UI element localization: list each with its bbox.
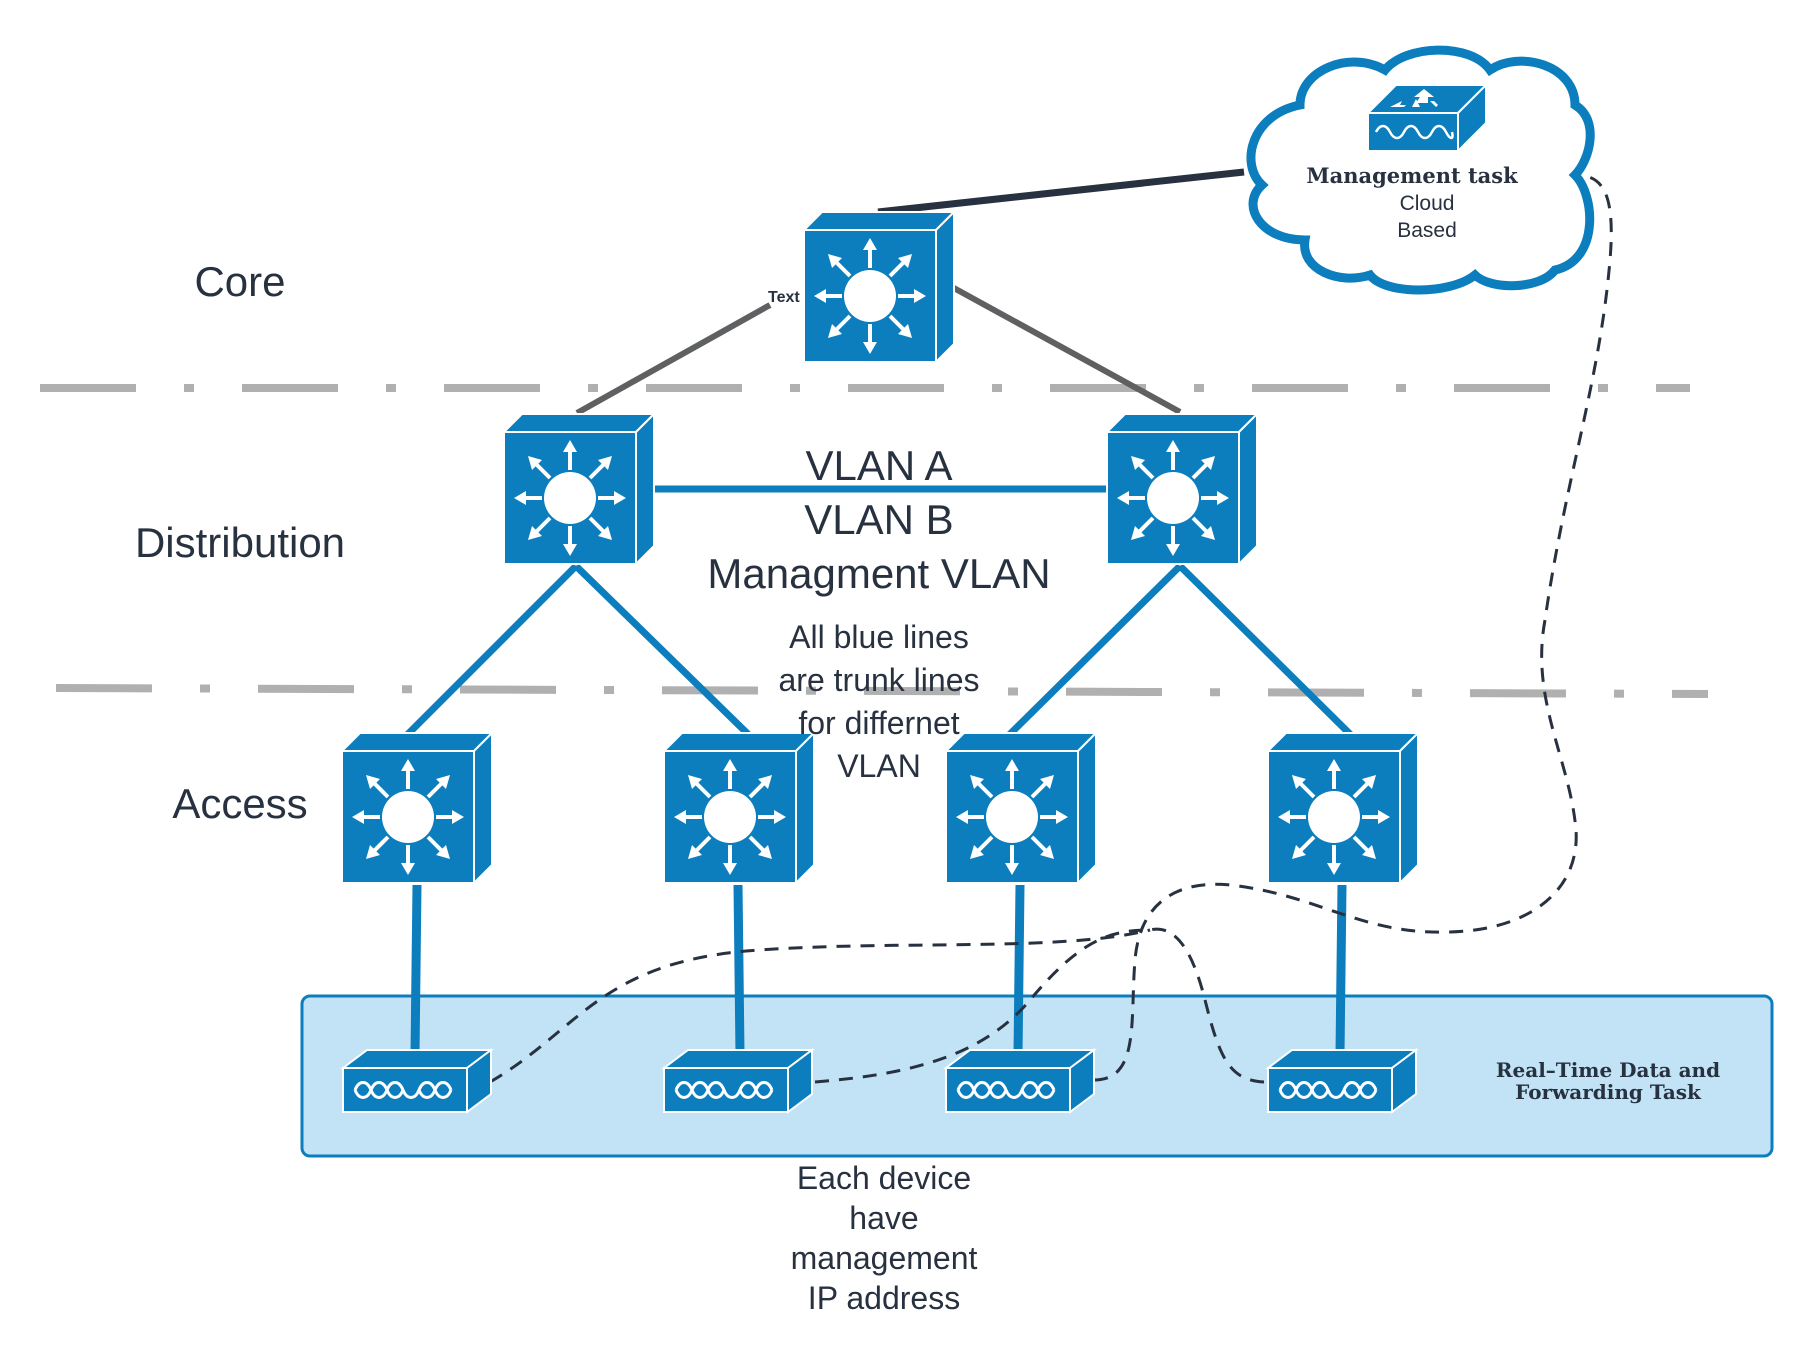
core-switch[interactable] [802,210,956,364]
footer-note-line-1: Each device [797,1160,971,1196]
access-switch-1[interactable] [340,731,494,885]
link-access4-device4 [1335,884,1347,1055]
mgmt-path-device2 [814,928,1151,1084]
footer-note-line-4: IP address [808,1280,960,1316]
trunk-dist2-access4 [1177,563,1357,741]
access-switch-3[interactable] [944,731,1098,885]
access-switch-2[interactable] [662,731,816,885]
layer-label-distribution: Distribution [135,519,345,566]
layer-label-access: Access [172,780,307,827]
vlan-label-a: VLAN A [805,442,952,489]
vlan-label-management: Managment VLAN [707,550,1050,597]
footer-note-line-2: have [849,1200,918,1236]
mgmt-path-device4 [1149,927,1265,1084]
edge-device-1[interactable] [341,1048,493,1114]
trunk-dist1-access1 [401,563,579,741]
distribution-switch-left[interactable] [502,412,656,566]
vlan-label-b: VLAN B [804,496,953,543]
layer-label-core: Core [194,258,285,305]
access-switch-4[interactable] [1266,731,1420,885]
trunk-dist2-access3 [1003,563,1183,741]
trunk-note-line-1: All blue lines [789,619,969,655]
edge-device-4[interactable] [1266,1048,1418,1114]
distribution-switch-right[interactable] [1105,412,1259,566]
trunk-dist1-access2 [573,563,755,741]
data-plane-label-line-1: Real–Time Data and [1496,1058,1720,1082]
edge-device-3[interactable] [944,1048,1096,1114]
edge-device-2[interactable] [662,1048,814,1114]
link-access2-device2 [733,884,745,1055]
core-switch-tag: Text [768,289,800,306]
mgmt-path-device3 [1093,174,1613,1082]
cloud-subtitle-line-2: Based [1397,219,1457,242]
link-access1-device1 [410,884,422,1055]
uplink-core-dist-left [575,302,772,416]
cloud-link [877,168,1245,216]
link-access3-device3 [1013,884,1025,1055]
data-plane-label-line-2: Forwarding Task [1515,1080,1702,1104]
uplink-core-dist-right [950,284,1182,415]
divider-distribution-access [55,684,1709,698]
management-cloud[interactable] [1246,45,1595,295]
trunk-note-line-4: VLAN [837,748,921,784]
footer-note-line-3: management [791,1240,978,1276]
cloud-title: Management task [1306,163,1518,188]
cloud-management-device [1365,82,1489,154]
trunk-note-line-2: are trunk lines [779,662,980,698]
trunk-note-line-3: for differnet [798,705,959,741]
cloud-subtitle-line-1: Cloud [1400,192,1455,215]
